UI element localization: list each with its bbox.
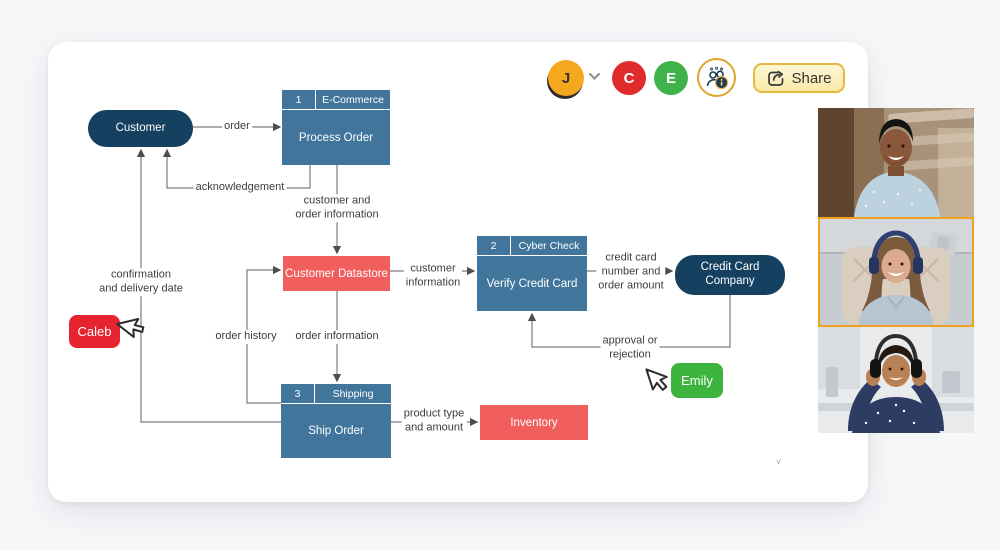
cursor-name-badge: Caleb <box>69 315 120 348</box>
edge-label-acknowledgement[interactable]: acknowledgement <box>193 181 287 195</box>
mini-caret-mark: ˅ <box>776 457 782 467</box>
avatar-e[interactable]: E <box>654 61 688 95</box>
ship-system: Shipping <box>332 387 374 400</box>
video-participant-3[interactable] <box>818 327 974 433</box>
edge-label-customer-information[interactable]: customer information <box>403 262 463 290</box>
node-customer-datastore[interactable]: Customer Datastore <box>283 256 390 291</box>
edge-label-order-information[interactable]: order information <box>293 330 381 344</box>
diagram-canvas[interactable]: Customer 1 E-Commerce Process Order Cust… <box>48 42 868 502</box>
avatar-j[interactable]: J <box>548 60 584 96</box>
chevron-down-icon[interactable] <box>588 72 601 81</box>
verify-number: 2 <box>477 236 511 255</box>
video-participant-1[interactable] <box>818 108 974 217</box>
people-group-icon <box>706 66 728 89</box>
edge-label-customer-order-info[interactable]: customer and order information <box>293 194 381 222</box>
process-system: E-Commerce <box>322 93 384 106</box>
edge-label-order[interactable]: order <box>222 120 252 134</box>
ship-number: 3 <box>281 384 315 403</box>
participant-1-video <box>818 108 974 217</box>
edge-label-product-type[interactable]: product type and amount <box>401 407 467 435</box>
collaborators-group-icon[interactable] <box>697 58 736 97</box>
node-verify-credit-card[interactable]: 2 Cyber Check Verify Credit Card <box>477 236 587 311</box>
share-icon <box>768 70 784 86</box>
edge-label-order-history[interactable]: order history <box>213 330 279 344</box>
participant-3-video <box>818 327 974 433</box>
node-customer-label: Customer <box>115 121 166 134</box>
share-button-label: Share <box>791 69 832 87</box>
node-credit-card-company-label: Credit Card Company <box>700 261 760 287</box>
node-customer[interactable]: Customer <box>88 110 193 147</box>
mouse-pointer-icon <box>645 368 668 391</box>
edge-label-confirmation[interactable]: confirmation and delivery date <box>97 268 185 296</box>
node-process-order[interactable]: 1 E-Commerce Process Order <box>282 90 390 165</box>
video-participant-2[interactable] <box>818 217 974 327</box>
share-button[interactable]: Share <box>753 63 845 93</box>
node-ship-order-label: Ship Order <box>308 425 364 437</box>
ship-header: 3 Shipping <box>281 384 391 404</box>
verify-header: 2 Cyber Check <box>477 236 587 256</box>
edge-label-approval[interactable]: approval or rejection <box>600 334 660 362</box>
verify-system: Cyber Check <box>518 239 580 252</box>
node-credit-card-company[interactable]: Credit Card Company <box>675 255 785 295</box>
cursor-name-badge: Emily <box>671 363 723 398</box>
process-header: 1 E-Commerce <box>282 90 390 110</box>
edge-label-credit-card-number[interactable]: credit card number and order amount <box>596 251 666 293</box>
node-verify-credit-card-label: Verify Credit Card <box>486 277 578 290</box>
participant-2-video <box>820 219 972 325</box>
node-ship-order[interactable]: 3 Shipping Ship Order <box>281 384 391 458</box>
node-inventory[interactable]: Inventory <box>480 405 588 440</box>
node-customer-datastore-label: Customer Datastore <box>285 267 388 280</box>
avatar-c[interactable]: C <box>612 61 646 95</box>
process-number: 1 <box>282 90 316 109</box>
mouse-pointer-icon <box>116 317 145 339</box>
node-inventory-label: Inventory <box>510 416 558 429</box>
node-process-order-label: Process Order <box>298 131 374 144</box>
